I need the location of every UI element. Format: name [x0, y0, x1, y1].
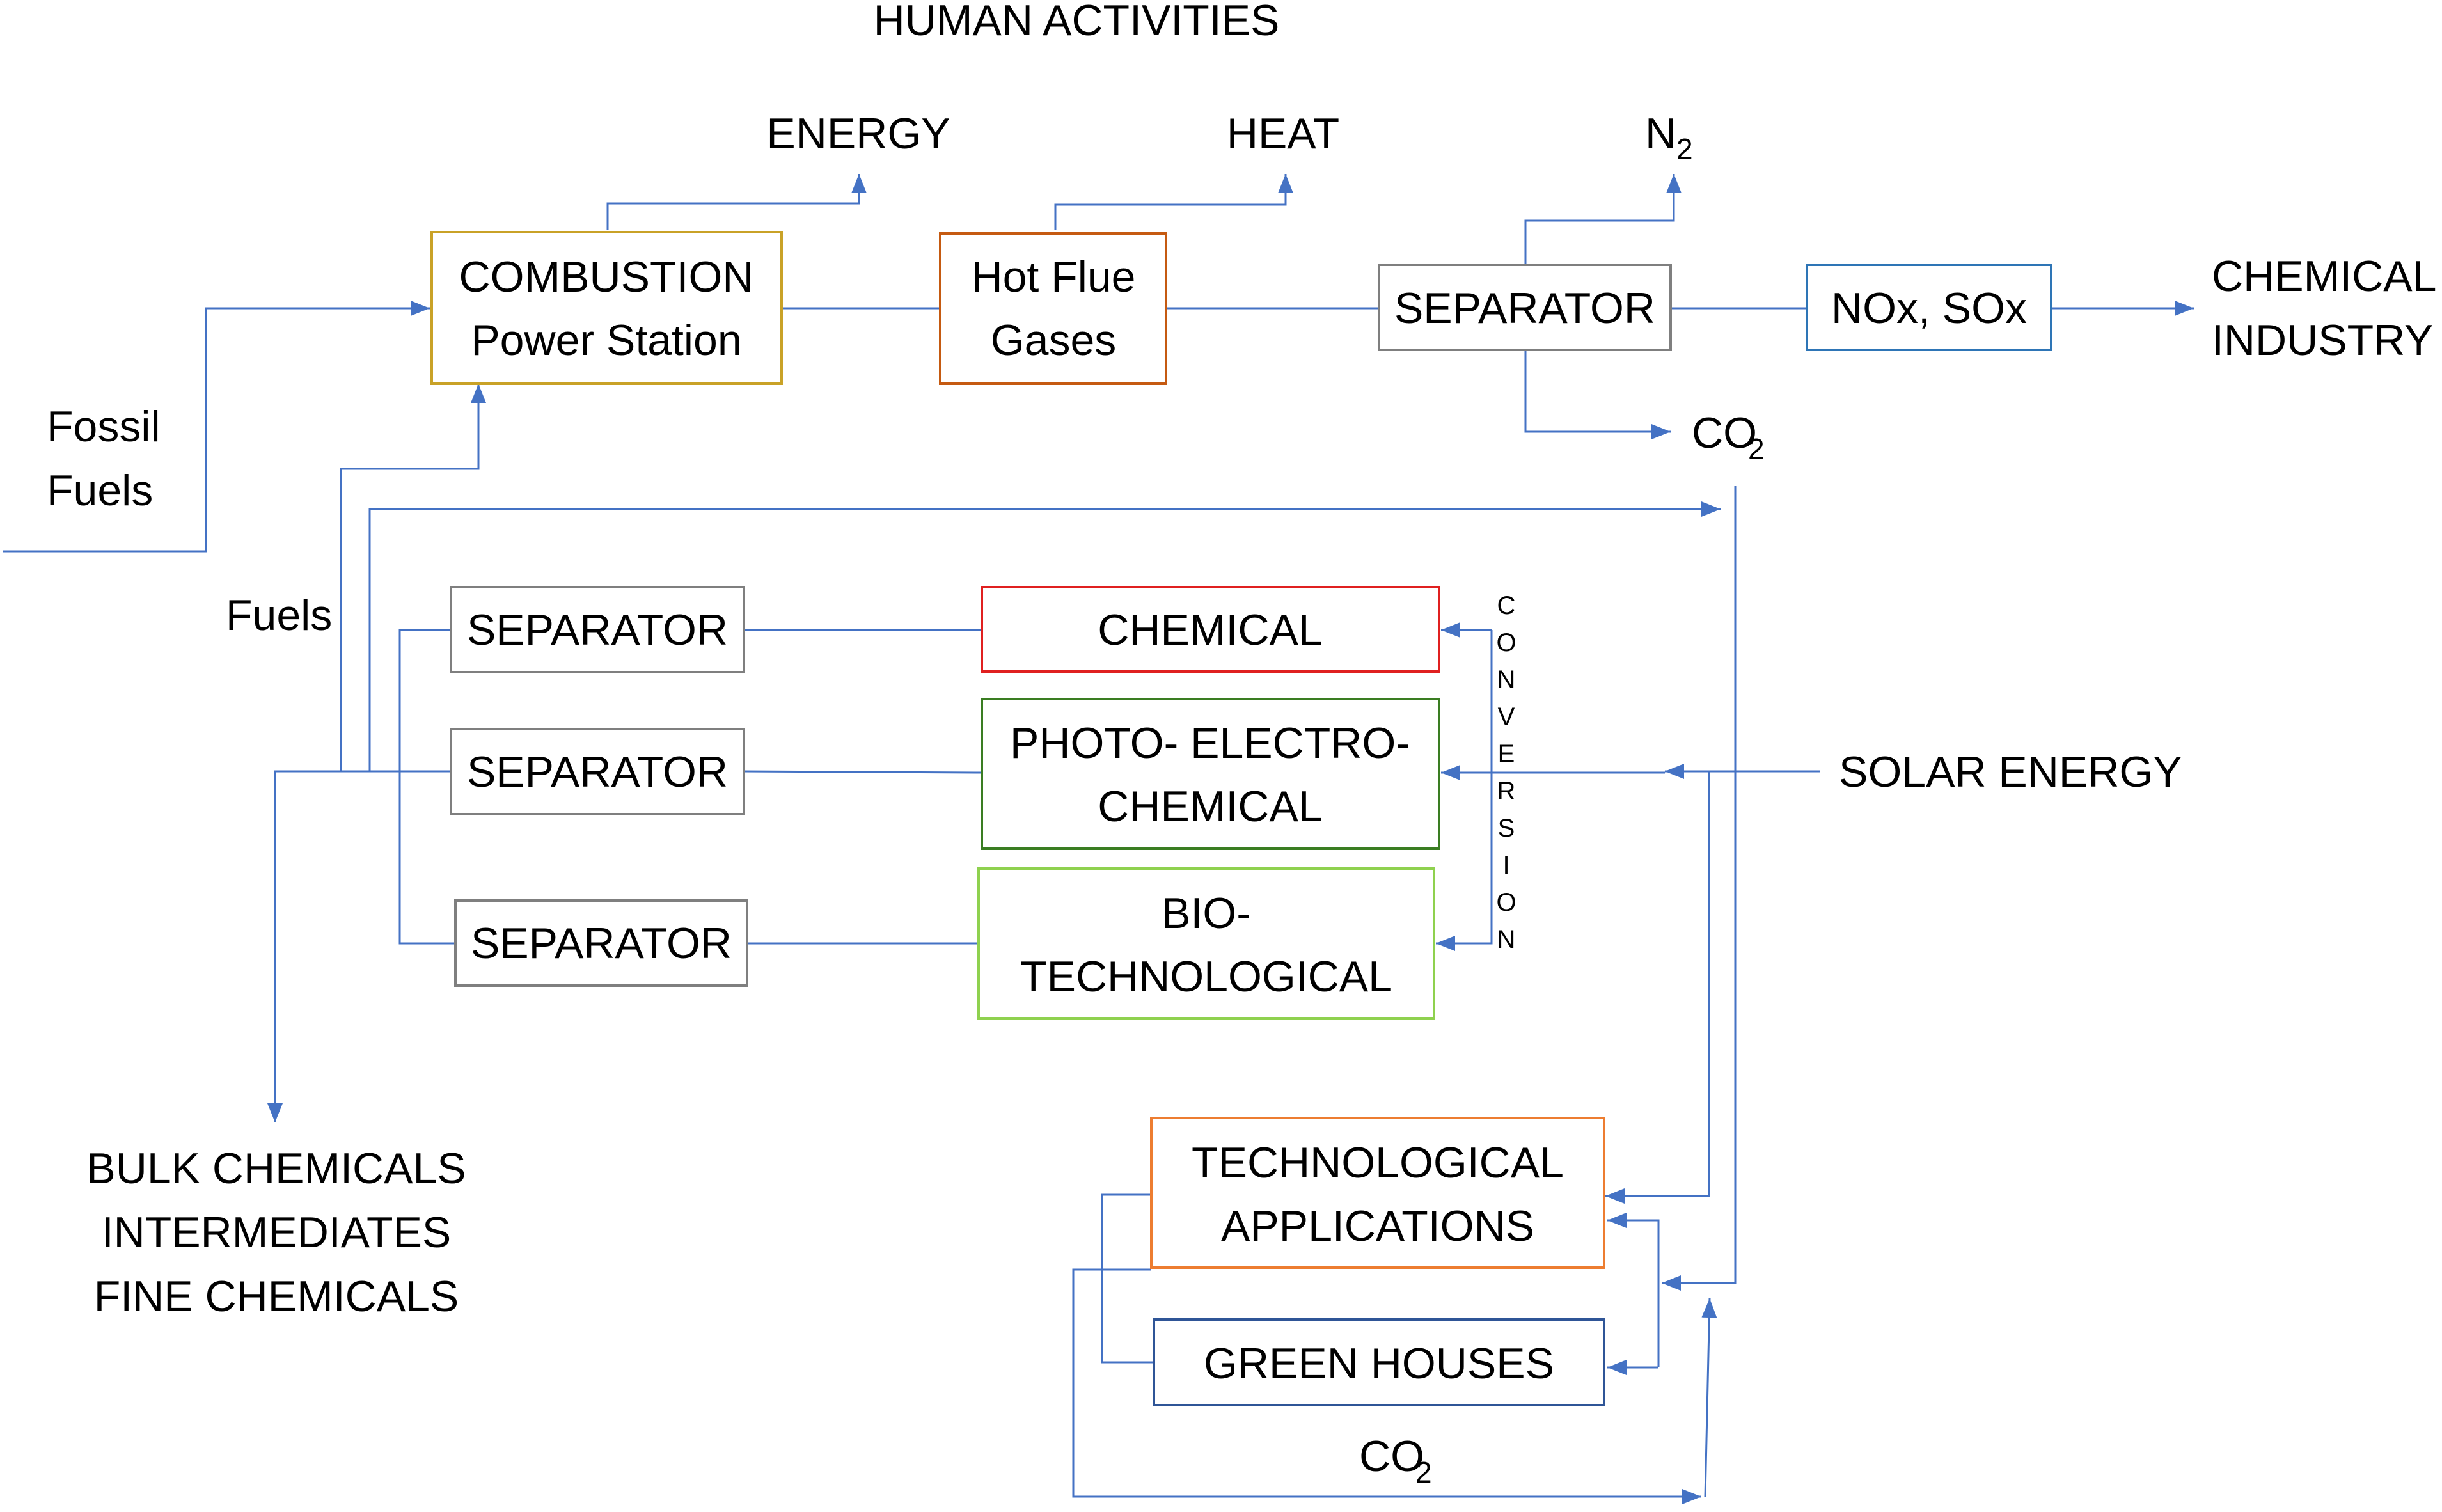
- box-technological-applications[interactable]: TECHNOLOGICAL APPLICATIONS: [1150, 1117, 1605, 1269]
- svg-text:2: 2: [1415, 1456, 1432, 1489]
- to-bulk-chemicals-flow: [267, 770, 451, 1122]
- box-bio-technological[interactable]: BIO- TECHNOLOGICAL: [977, 867, 1435, 1020]
- separator-collector: [398, 629, 455, 945]
- separator-2-label: SEPARATOR: [467, 748, 728, 796]
- separator-top-label: SEPARATOR: [1394, 284, 1655, 333]
- svg-text:C: C: [1497, 592, 1516, 620]
- box-nox-sox[interactable]: NOx, SOx: [1806, 264, 2052, 351]
- photo-electro-rect: [981, 698, 1440, 850]
- separator-to-co2-flow: [1524, 350, 1671, 439]
- intermediates-label: INTERMEDIATES: [102, 1208, 452, 1257]
- energy-label: ENERGY: [766, 109, 950, 158]
- flow-lines: [3, 174, 2194, 1504]
- tech-apps-label-1: TECHNOLOGICAL: [1192, 1138, 1564, 1187]
- box-separator-1[interactable]: SEPARATOR: [450, 586, 745, 673]
- combustion-box-rect: [430, 231, 783, 385]
- separator-to-n2-flow: [1524, 174, 1682, 264]
- svg-text:V: V: [1498, 703, 1515, 731]
- separator-top-rect: [1378, 264, 1672, 351]
- green-houses-rect: [1153, 1318, 1605, 1406]
- svg-text:2: 2: [1748, 432, 1765, 466]
- separator-2-rect: [450, 728, 745, 815]
- chemical-rect: [981, 586, 1440, 673]
- photo-electro-label-1: PHOTO- ELECTRO-: [1010, 719, 1410, 768]
- n2-label: N 2: [1645, 109, 1693, 166]
- nox-sox-rect: [1806, 264, 2052, 351]
- hotflue-to-heat-flow: [1054, 174, 1293, 230]
- svg-text:CO: CO: [1359, 1432, 1424, 1481]
- combustion-label-1: COMBUSTION: [459, 253, 754, 301]
- separator-3-rect: [454, 899, 748, 987]
- conversion-bracket: [1436, 630, 1493, 951]
- svg-text:N: N: [1645, 109, 1676, 158]
- box-separator-2[interactable]: SEPARATOR: [450, 728, 745, 815]
- co2-bottom-label: CO 2: [1359, 1432, 1432, 1489]
- box-chemical[interactable]: CHEMICAL: [981, 586, 1440, 673]
- svg-text:I: I: [1502, 851, 1509, 879]
- fuels-to-combustion-flow: [340, 384, 486, 771]
- tech-apps-label-2: APPLICATIONS: [1221, 1202, 1534, 1250]
- heat-label: HEAT: [1227, 109, 1339, 158]
- combustion-label-2: Power Station: [471, 316, 741, 365]
- chemical-label: CHEMICAL: [1098, 606, 1322, 654]
- box-combustion[interactable]: COMBUSTION Power Station: [430, 231, 783, 385]
- bio-tech-label-1: BIO-: [1162, 889, 1251, 938]
- svg-text:N: N: [1497, 925, 1516, 954]
- chemical-industry-label-1: CHEMICAL: [2212, 252, 2436, 301]
- co2-recycle-up: [1701, 1298, 1717, 1497]
- box-separator-3[interactable]: SEPARATOR: [454, 899, 748, 987]
- hot-flue-box-rect: [939, 232, 1167, 385]
- box-separator-top[interactable]: SEPARATOR: [1378, 264, 1672, 351]
- photo-to-separator-flow: [743, 770, 982, 774]
- co2-down-flow: [1662, 486, 1737, 1291]
- svg-text:CO: CO: [1692, 409, 1757, 457]
- chemical-industry-label-2: INDUSTRY: [2212, 316, 2433, 365]
- box-hot-flue-gases[interactable]: Hot Flue Gases: [939, 232, 1167, 385]
- solar-energy-label: SOLAR ENERGY: [1839, 748, 2182, 796]
- conversion-label: C O N V E R S I O N: [1496, 592, 1516, 954]
- hot-flue-label-2: Gases: [991, 316, 1117, 365]
- box-green-houses[interactable]: GREEN HOUSES: [1153, 1318, 1605, 1406]
- svg-text:S: S: [1498, 814, 1515, 842]
- separator-1-label: SEPARATOR: [467, 606, 728, 654]
- svg-text:O: O: [1496, 629, 1516, 657]
- fossil-fuels-label-1: Fossil: [47, 402, 161, 451]
- separator-3-label: SEPARATOR: [471, 919, 732, 968]
- right-bracket-techapps: [1607, 1213, 1660, 1367]
- fuels-label: Fuels: [226, 591, 332, 640]
- svg-text:E: E: [1498, 740, 1515, 768]
- co2-label: CO 2: [1692, 409, 1765, 466]
- solar-to-techapps-flow: [1605, 771, 1710, 1204]
- svg-text:N: N: [1497, 666, 1516, 694]
- bulk-chemicals-label: BULK CHEMICALS: [86, 1144, 466, 1193]
- fossil-fuels-label-2: Fuels: [47, 466, 153, 515]
- fossil-fuels-flow: [3, 301, 430, 553]
- fine-chemicals-label: FINE CHEMICALS: [94, 1272, 459, 1321]
- co2-recycle-loop: [1072, 1268, 1701, 1504]
- svg-text:2: 2: [1676, 132, 1693, 166]
- svg-text:O: O: [1496, 888, 1516, 917]
- bio-tech-label-2: TECHNOLOGICAL: [1020, 952, 1392, 1001]
- diagram-title: HUMAN ACTIVITIES: [874, 0, 1280, 45]
- feed-to-co2-flow: [368, 501, 1721, 771]
- separator-1-rect: [450, 586, 745, 673]
- tech-apps-rect: [1150, 1117, 1605, 1269]
- svg-text:R: R: [1497, 777, 1516, 805]
- green-houses-label: GREEN HOUSES: [1204, 1339, 1554, 1388]
- box-photo-electrochemical[interactable]: PHOTO- ELECTRO- CHEMICAL: [981, 698, 1440, 850]
- hot-flue-label-1: Hot Flue: [972, 253, 1136, 301]
- nox-sox-label: NOx, SOx: [1831, 284, 2027, 333]
- combustion-to-energy-flow: [606, 174, 867, 230]
- bio-tech-rect: [977, 867, 1435, 1020]
- photo-electro-label-2: CHEMICAL: [1098, 782, 1322, 831]
- techapps-left-loop: [1101, 1193, 1154, 1364]
